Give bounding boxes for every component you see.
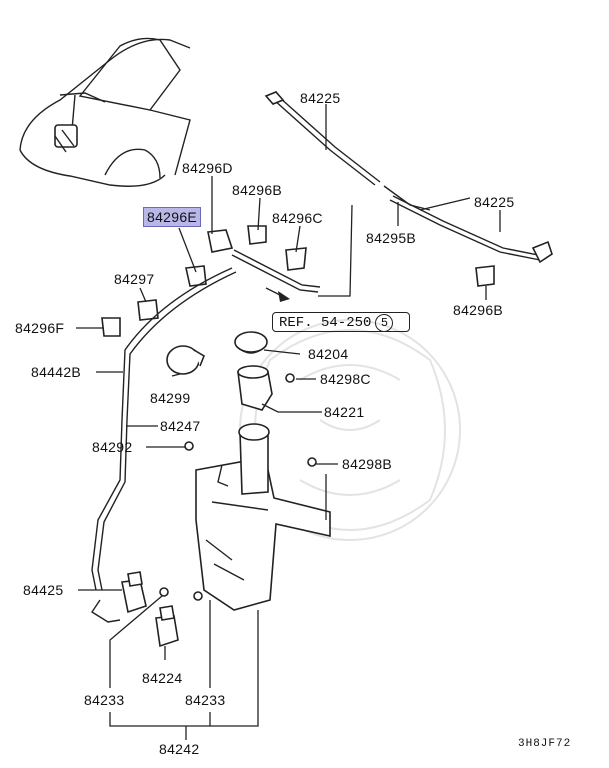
label-84442B: 84442B: [31, 364, 82, 380]
leader-lines: [76, 104, 501, 740]
label-84233-right: 84233: [185, 692, 226, 708]
label-84292: 84292: [92, 439, 133, 455]
label-84298C: 84298C: [320, 371, 371, 387]
cap-and-neck: [184, 331, 317, 467]
label-84299: 84299: [150, 390, 191, 406]
label-84296D: 84296D: [182, 160, 233, 176]
strap-84299: [166, 345, 205, 375]
label-84297: 84297: [114, 271, 155, 287]
label-84225-right: 84225: [474, 194, 515, 210]
label-84295B: 84295B: [366, 230, 417, 246]
label-84298B: 84298B: [342, 456, 393, 472]
label-84225-top: 84225: [300, 90, 341, 106]
label-84296C: 84296C: [272, 210, 323, 226]
reference-circled-number: 5: [375, 314, 394, 332]
label-84296E-highlighted: 84296E: [143, 207, 202, 227]
washer-tank: [195, 423, 331, 611]
clips: [101, 225, 495, 337]
diagram-code: 3H8JF72: [518, 738, 572, 750]
label-84242: 84242: [159, 741, 200, 757]
label-84233-left: 84233: [84, 692, 125, 708]
label-84204: 84204: [308, 346, 349, 362]
reference-text: REF. 54-250: [279, 315, 372, 331]
label-84296F: 84296F: [15, 320, 65, 336]
label-84221: 84221: [324, 404, 365, 420]
hose-84442B: [91, 267, 237, 623]
label-84296B-top: 84296B: [232, 182, 283, 198]
pumps: [121, 571, 203, 648]
hose-84296D: [231, 204, 353, 302]
label-84296B-right: 84296B: [453, 302, 504, 318]
label-84224: 84224: [142, 670, 183, 686]
car-outline: [19, 37, 191, 187]
label-84425: 84425: [23, 582, 64, 598]
washer-hose-84225: [264, 91, 553, 264]
label-84247: 84247: [160, 418, 201, 434]
